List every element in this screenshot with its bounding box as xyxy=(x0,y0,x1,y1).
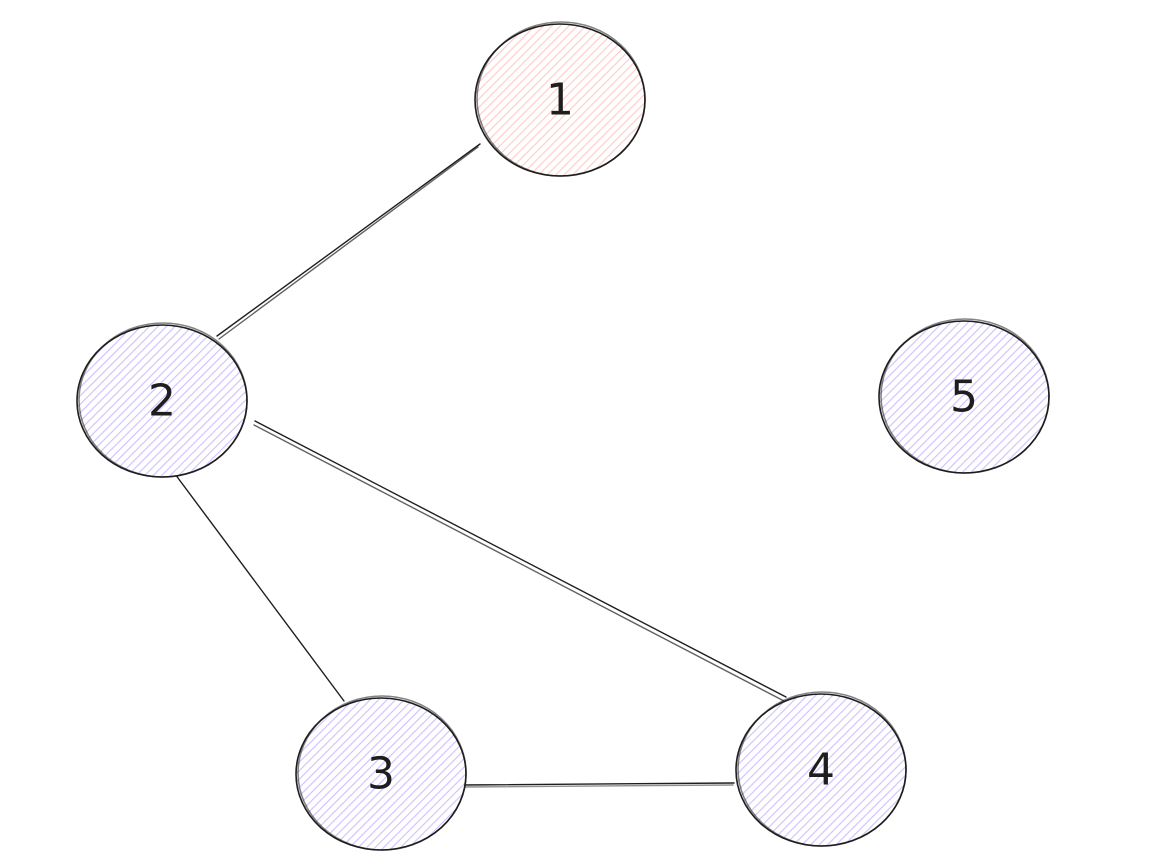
node-3: 3 xyxy=(295,695,467,851)
node-label: 3 xyxy=(367,749,395,800)
node-label: 4 xyxy=(807,745,835,796)
edge-2-4 xyxy=(253,420,787,702)
node-4: 4 xyxy=(735,691,907,847)
node-1: 1 xyxy=(474,21,646,177)
edges-layer xyxy=(174,143,787,788)
edge-3-4 xyxy=(461,782,735,788)
edge-1-2 xyxy=(216,143,481,340)
edge-2-3 xyxy=(174,473,345,702)
node-2: 2 xyxy=(76,322,248,478)
node-label: 1 xyxy=(546,75,574,126)
node-label: 2 xyxy=(148,376,176,427)
node-label: 5 xyxy=(950,372,978,423)
node-5: 5 xyxy=(878,318,1050,474)
